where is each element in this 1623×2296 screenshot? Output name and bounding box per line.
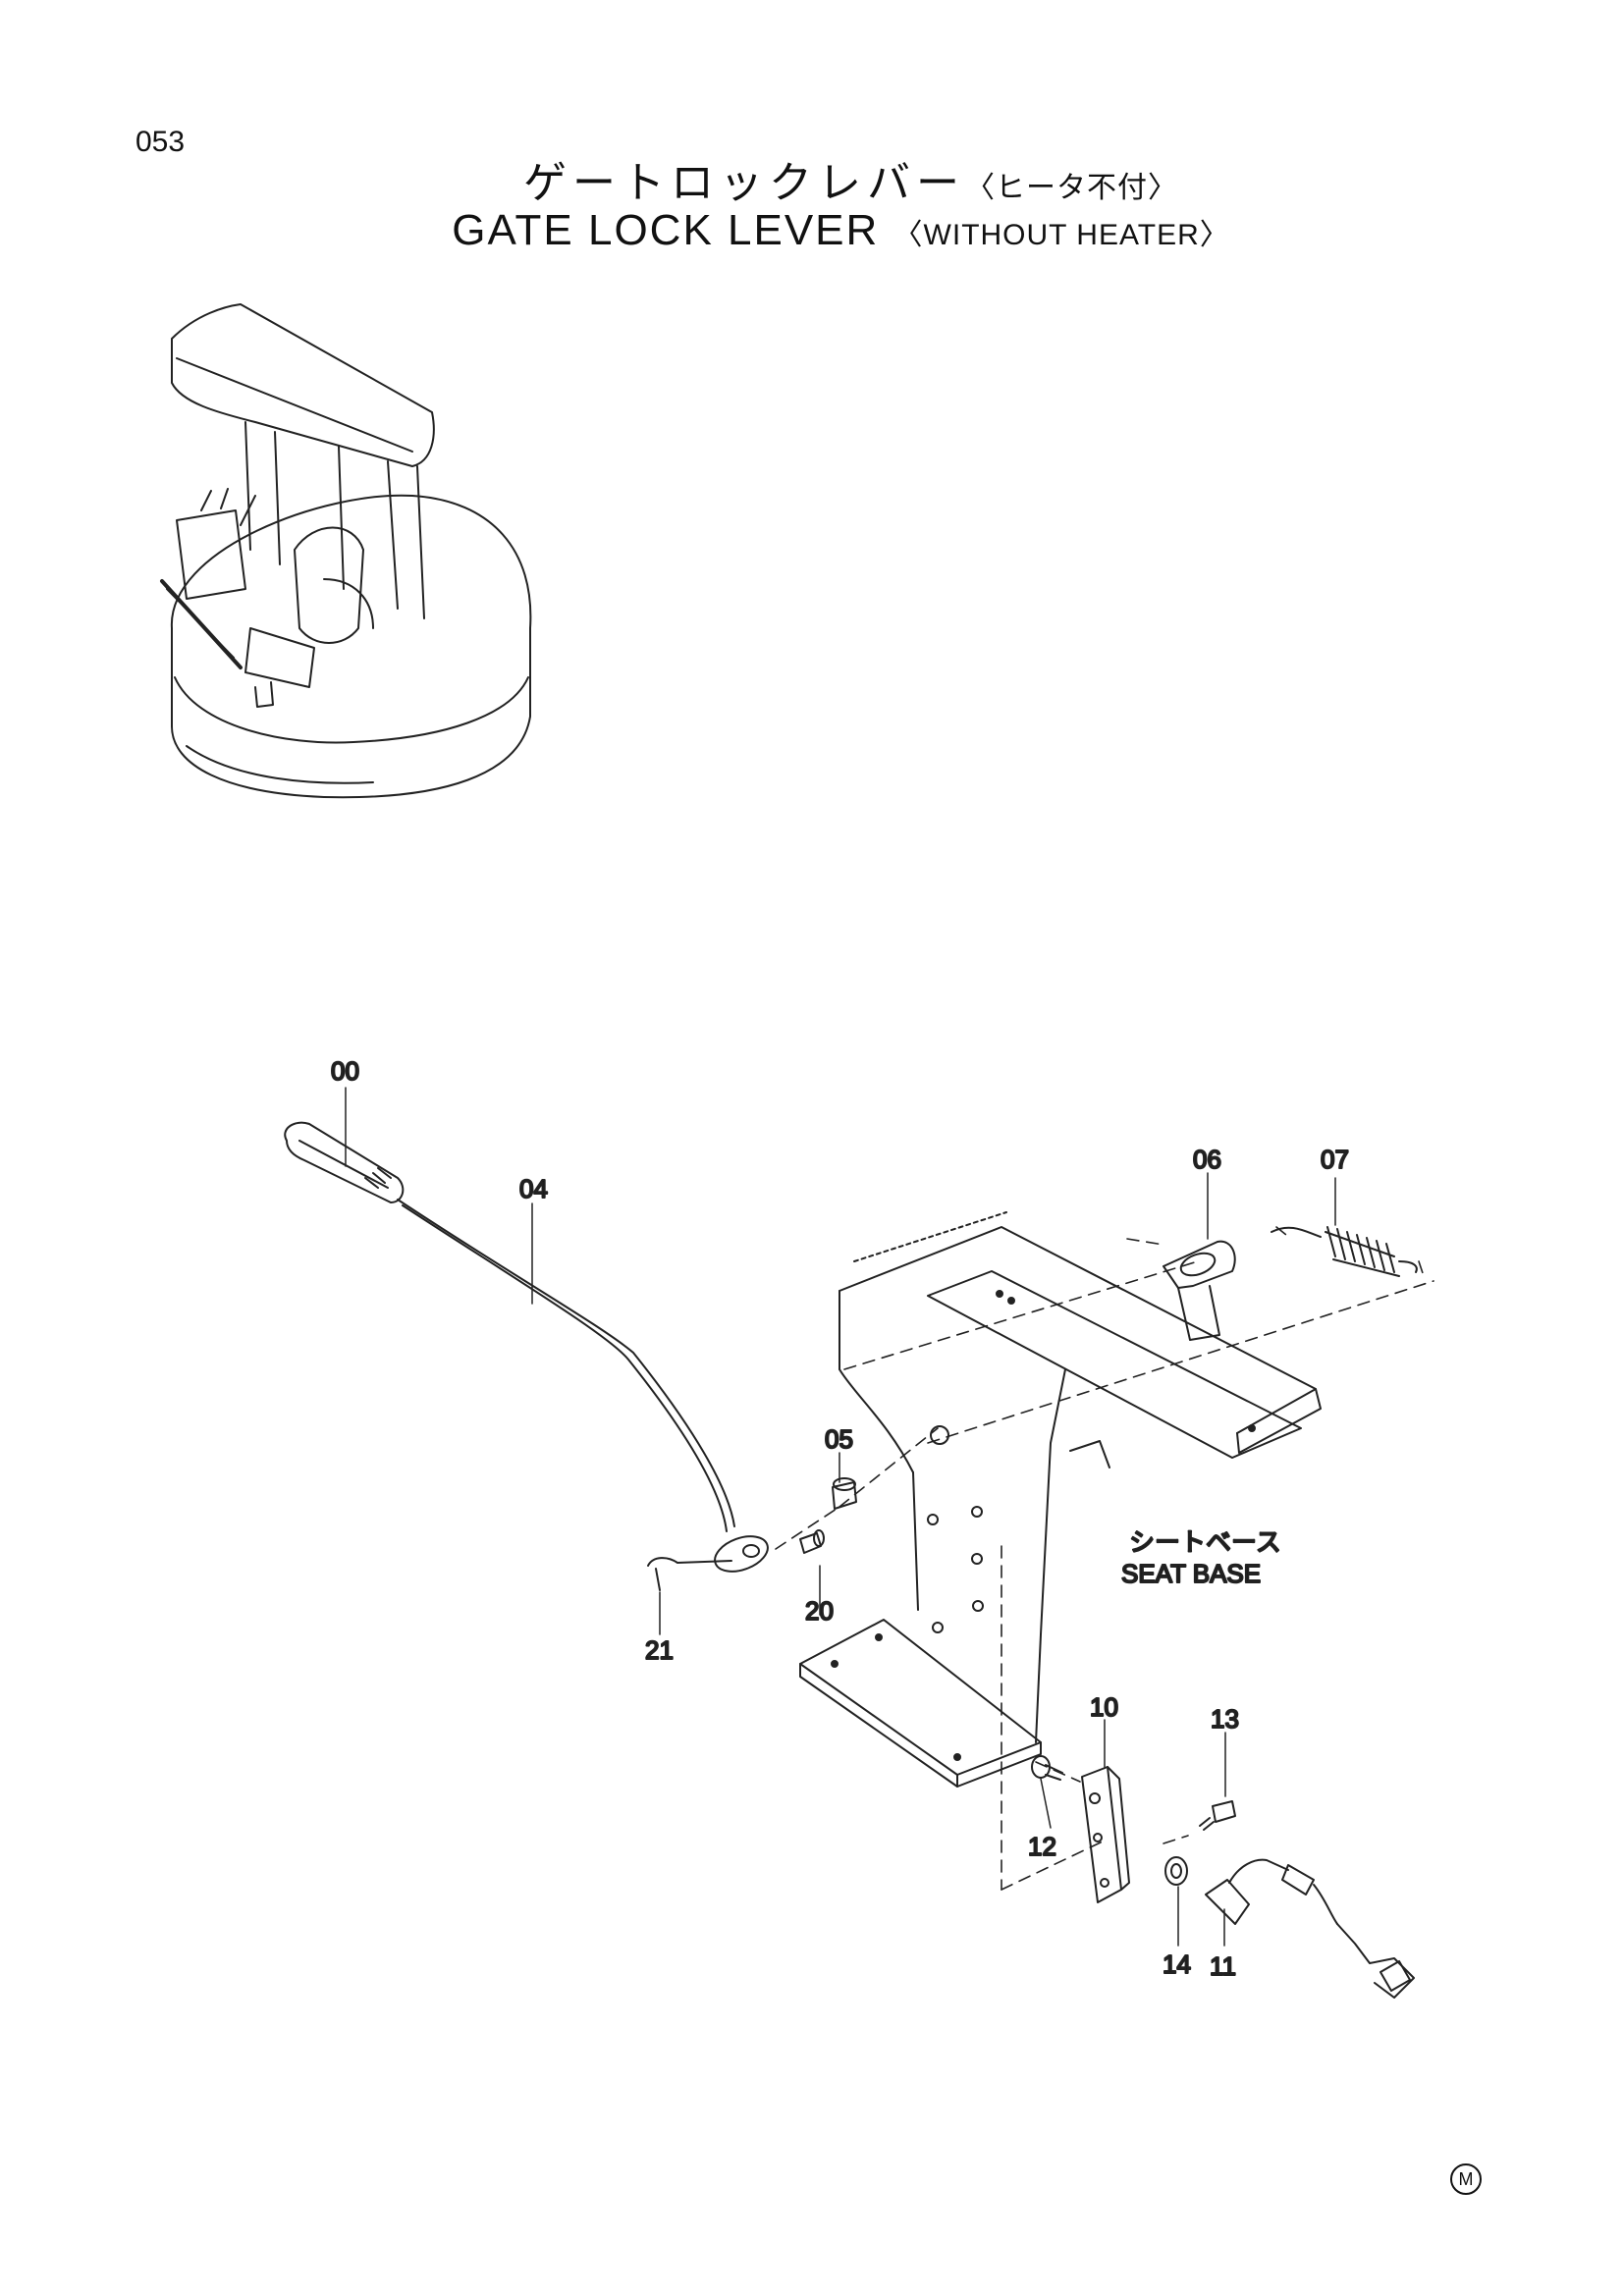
callout-05: 05 (825, 1424, 853, 1454)
seat-base (799, 1211, 1322, 1788)
title-en-main: GATE LOCK LEVER (452, 206, 880, 254)
title-japanese: ゲートロックレバー〈ヒータ不付〉 (0, 147, 1623, 210)
callout-20: 20 (805, 1596, 834, 1626)
title-jp-sub: 〈ヒータ不付〉 (965, 172, 1178, 204)
callout-labels: 00 04 05 06 07 10 11 12 13 14 20 21 (330, 1055, 1350, 1982)
part-11-switch (1205, 1858, 1415, 1999)
title-en-sub: 〈WITHOUT HEATER〉 (893, 219, 1230, 251)
seat-base-label-en: SEAT BASE (1121, 1559, 1261, 1588)
part-14-washer (1164, 1856, 1188, 1886)
washer (930, 1425, 949, 1445)
callout-07: 07 (1321, 1145, 1349, 1174)
part-05-bushing (832, 1477, 857, 1510)
part-20-pin (799, 1529, 825, 1554)
title-english: GATE LOCK LEVER 〈WITHOUT HEATER〉 (0, 206, 1623, 255)
part-07-spring (1271, 1226, 1418, 1277)
leader-lines (345, 1087, 1336, 1947)
part-21-clip (647, 1557, 732, 1591)
gate-lock-lever (284, 1121, 769, 1573)
callout-00: 00 (331, 1056, 359, 1086)
part-10-bracket (1081, 1766, 1130, 1903)
title-jp-main: ゲートロックレバー (523, 159, 965, 207)
callout-11: 11 (1210, 1951, 1236, 1981)
part-06-bracket (1163, 1240, 1236, 1341)
assembly-lines (775, 1226, 1434, 1891)
callout-14: 14 (1163, 1949, 1191, 1979)
callout-12: 12 (1028, 1832, 1056, 1861)
footer-m-mark: M (1450, 2163, 1482, 2195)
callout-06: 06 (1193, 1145, 1221, 1174)
page-number: 053 (135, 126, 186, 158)
callout-21: 21 (645, 1635, 674, 1665)
callout-13: 13 (1211, 1704, 1239, 1734)
seat-base-label-jp: シートベース (1129, 1527, 1281, 1557)
seat-base-label: シートベース SEAT BASE (1120, 1526, 1282, 1589)
machine-overview (160, 303, 532, 799)
callout-10: 10 (1090, 1692, 1118, 1722)
callout-04: 04 (519, 1174, 548, 1203)
part-12-bolt (1031, 1755, 1063, 1781)
part-13-screw (1199, 1800, 1236, 1831)
